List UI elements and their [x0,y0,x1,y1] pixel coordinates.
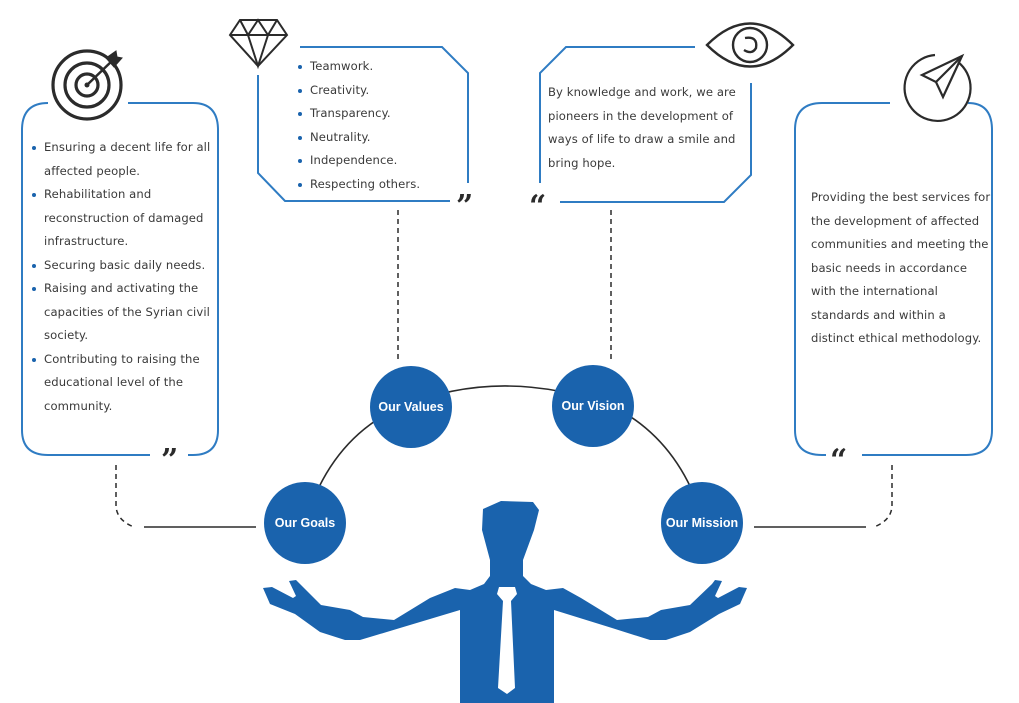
node-our-vision[interactable]: Our Vision [552,365,634,447]
node-our-values[interactable]: Our Values [370,366,452,448]
dashed-connectors [115,210,893,528]
mission-text: Providing the best services for the deve… [811,190,991,345]
values-item: Creativity. [296,79,466,103]
businessman-silhouette-icon [263,501,747,703]
values-item: Neutrality. [296,126,466,150]
values-frame [257,46,469,202]
paper-plane-icon [903,53,972,122]
values-item: Transparency. [296,102,466,126]
values-item: Teamwork. [296,55,466,79]
values-item: Independence. [296,149,466,173]
goals-item: Raising and activating the capacities of… [30,277,215,348]
goals-quote-mark: ” [161,443,179,478]
target-icon [51,49,123,121]
mission-frame [794,102,993,456]
goals-frame [21,102,219,456]
goals-item: Securing basic daily needs. [30,254,215,278]
node-our-goals[interactable]: Our Goals [264,482,346,564]
goals-list: Ensuring a decent life for all affected … [30,136,215,418]
vision-text: By knowledge and work, we are pioneers i… [548,85,736,170]
vision-frame [539,46,752,203]
node-our-mission[interactable]: Our Mission [661,482,743,564]
vision-quote-mark: “ [529,189,547,224]
values-item: Respecting others. [296,173,466,197]
values-list: Teamwork. Creativity. Transparency. Neut… [296,55,466,196]
diamond-icon [228,18,289,70]
values-quote-mark: ” [456,189,474,224]
goals-item: Contributing to raising the educational … [30,348,215,419]
goals-item: Rehabilitation and reconstruction of dam… [30,183,215,254]
goals-item: Ensuring a decent life for all affected … [30,136,215,183]
node-arc [304,385,705,524]
mission-quote-mark: “ [830,443,848,478]
eye-icon [705,22,795,68]
